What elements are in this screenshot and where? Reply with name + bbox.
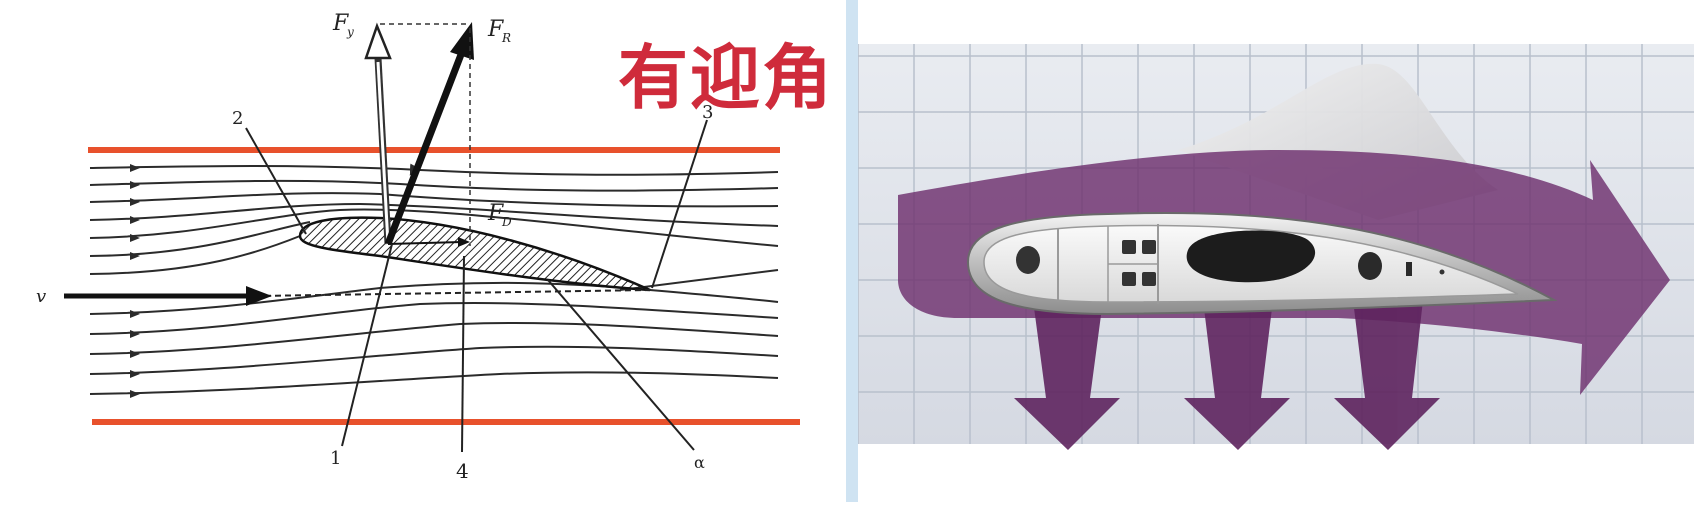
label-fd-sub: D xyxy=(501,215,512,229)
flow-arrowheads xyxy=(130,164,140,398)
streamline xyxy=(89,192,779,208)
drag-arrow xyxy=(387,241,463,245)
streamline xyxy=(89,321,779,355)
resultant-arrow xyxy=(384,50,466,246)
lift-arrowhead xyxy=(364,22,392,60)
label-fy: F xyxy=(332,11,349,36)
airfoil-illustration xyxy=(858,44,1694,450)
label-4: 4 xyxy=(456,459,469,483)
label-fr: F xyxy=(487,17,504,42)
streamline xyxy=(89,371,779,395)
lift-arrow-inner xyxy=(376,61,390,245)
label-alpha: α xyxy=(694,453,705,472)
leader-lines xyxy=(245,119,708,453)
pressure-arrows xyxy=(1014,300,1440,450)
main-cutout xyxy=(1186,230,1316,283)
divider-strip xyxy=(846,0,858,502)
streamline xyxy=(89,179,779,192)
streamline xyxy=(89,202,779,227)
label-1: 1 xyxy=(330,448,341,469)
diagram-title: 有迎角 xyxy=(618,37,834,119)
nose-hole xyxy=(1016,246,1040,274)
streamline-diagram-panel: v F y F R F D 2 3 1 4 α 有迎角 xyxy=(36,11,834,483)
streamline-diagram: v F y F R F D 2 3 1 4 α xyxy=(36,11,800,483)
resultant-arrowhead xyxy=(450,22,474,60)
chord-line xyxy=(254,289,651,297)
streamline xyxy=(89,345,779,375)
label-fd: F xyxy=(487,201,504,226)
label-fr-sub: R xyxy=(501,31,511,45)
streamline xyxy=(89,221,311,257)
label-3: 3 xyxy=(702,102,713,123)
streamline xyxy=(89,208,779,247)
streamline xyxy=(89,163,779,176)
streamline xyxy=(89,235,301,275)
streamline xyxy=(89,281,779,315)
label-fy-sub: y xyxy=(346,25,354,39)
label-2: 2 xyxy=(232,108,243,129)
airfoil-illustration-panel xyxy=(858,0,1694,502)
streamline xyxy=(89,301,779,335)
velocity-arrowhead xyxy=(246,286,272,306)
lower-streamlines xyxy=(89,269,779,395)
label-v: v xyxy=(36,286,46,307)
